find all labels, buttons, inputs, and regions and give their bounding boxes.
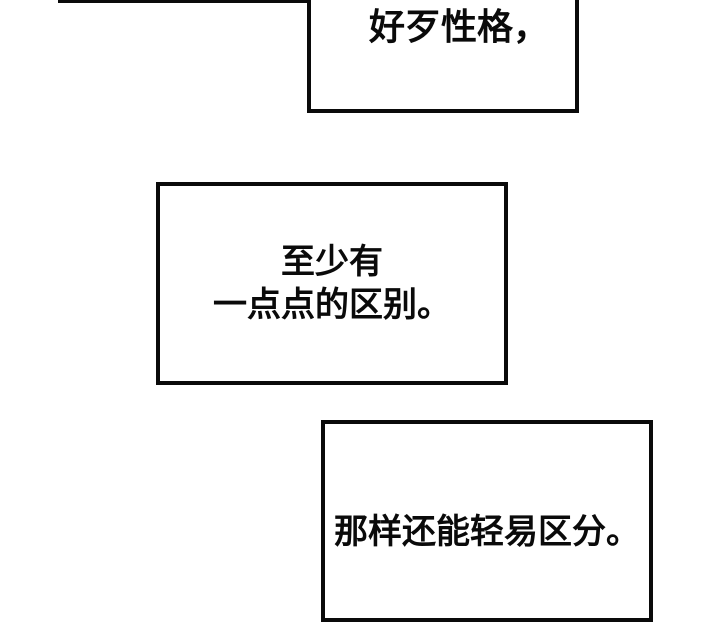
speech-text-middle-line-2: 一点点的区别。	[213, 284, 451, 325]
speech-bubble-top-left-partial	[58, 0, 314, 3]
speech-text-middle-line-1: 至少有	[281, 241, 383, 282]
speech-bubble-top: 好歹性格，	[307, 0, 579, 113]
speech-bubble-bottom: 那样还能轻易区分。	[321, 420, 653, 622]
speech-text-middle: 至少有 一点点的区别。	[213, 241, 451, 327]
speech-text-bottom: 那样还能轻易区分。	[334, 511, 640, 552]
speech-text-top: 好歹性格，	[368, 7, 549, 48]
speech-bubble-middle: 至少有 一点点的区别。	[156, 182, 508, 385]
